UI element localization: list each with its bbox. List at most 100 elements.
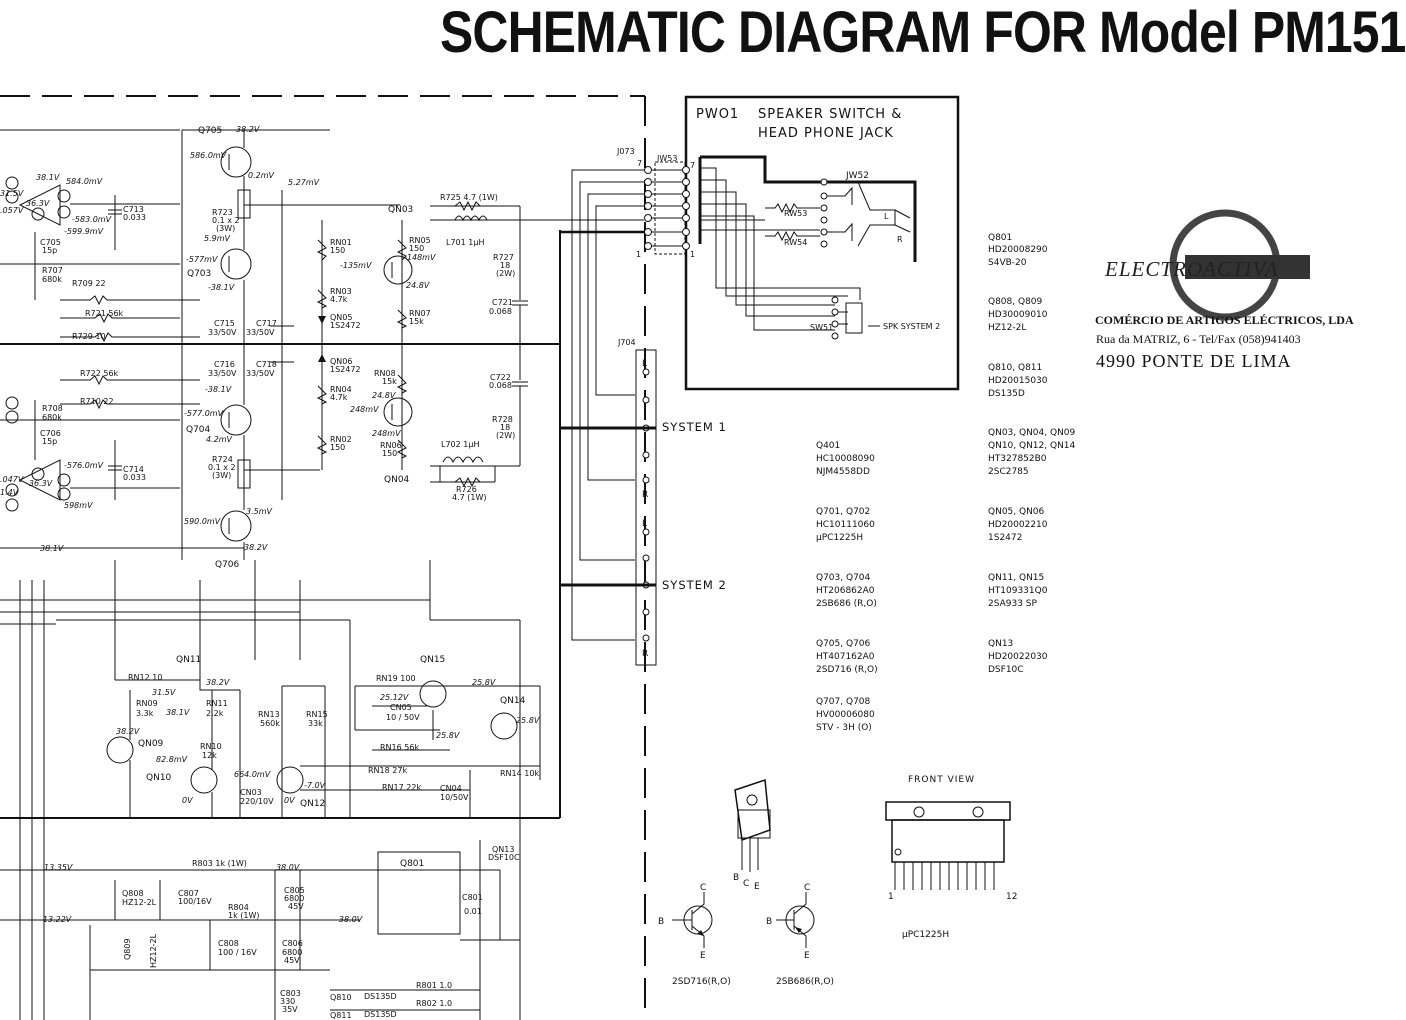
v-25-8c: 25.8V — [516, 716, 540, 725]
rn10-value: 12k — [202, 751, 217, 760]
part-q810-code: HD20015030 — [988, 376, 1048, 386]
l702-label: L702 1μH — [441, 440, 479, 449]
r724-label: R724 — [212, 455, 233, 464]
pnp-e: E — [804, 951, 810, 961]
part-qn11-code: HT109331Q0 — [988, 586, 1048, 596]
v-38-2c: 38.2V — [206, 678, 230, 687]
v-7-0: -7.0V — [304, 781, 326, 790]
v-36-3b: -36.3V — [26, 479, 53, 488]
c808-value: 100 / 16V — [218, 948, 257, 957]
v-38-2a: 38.2V — [236, 125, 260, 134]
j704-l1: L — [642, 359, 647, 369]
c714-value: 0.033 — [123, 473, 146, 482]
part-qn03-type: 2SC2785 — [988, 467, 1029, 477]
v-24-8b: 24.8V — [372, 391, 396, 400]
rn03-label: RN03 — [330, 287, 352, 296]
r725-label: R725 4.7 (1W) — [440, 193, 498, 202]
cn04-label: CN04 — [440, 784, 462, 793]
v-38-0a: 38.0V — [276, 863, 300, 872]
q809-label: Q809 — [123, 938, 132, 960]
system2-label: SYSTEM 2 — [662, 578, 727, 592]
v-31-5b: 31.5V — [152, 688, 176, 697]
schematic-canvas: PWO1 SPEAKER SWITCH & HEAD PHONE JACK JW… — [0, 95, 1354, 1020]
rn09-label: RN09 — [136, 699, 158, 708]
q810-label: Q810 — [330, 993, 352, 1002]
v-38-1b: 38.1V — [40, 544, 64, 553]
r728-value: 18 — [500, 423, 510, 432]
part-q810-type: DS135D — [988, 389, 1025, 399]
v-38-0b: -38.0V — [336, 915, 363, 924]
power-supply — [0, 818, 521, 1020]
v-0b: 0V — [284, 796, 295, 805]
v-598: 598mV — [64, 501, 93, 510]
v-599: -599.9mV — [64, 227, 104, 236]
r728-label: R728 — [492, 415, 513, 424]
qn09-label: QN09 — [138, 739, 164, 749]
part-qn03: QN03, QN04, QN09 — [988, 428, 1076, 438]
rn15-value: 33k — [308, 719, 323, 728]
cn03-label: CN03 — [240, 788, 262, 797]
v-38-1: 38.1V — [36, 173, 60, 182]
part-q808-type: HZ12-2L — [988, 323, 1026, 333]
pnp-symbol — [776, 892, 815, 948]
input-stage — [0, 129, 244, 549]
pnp-c: C — [804, 883, 810, 893]
rn06-value: 150 — [382, 449, 397, 458]
rn19-label: RN19 100 — [376, 674, 416, 683]
part-qn10: QN10, QN12, QN14 — [988, 441, 1076, 451]
part-q810: Q810, Q811 — [988, 363, 1042, 373]
q703-label: Q703 — [187, 269, 211, 279]
pwo1-line1: SPEAKER SWITCH & — [758, 107, 902, 122]
ic-pin1: 1 — [888, 892, 894, 902]
c722-value: 0.068 — [489, 381, 512, 390]
spk-system2-label: SPK SYSTEM 2 — [883, 322, 940, 331]
jack-r: R — [897, 235, 903, 244]
part-q705-code: HT407162A0 — [816, 652, 875, 662]
v-38-2b: 38.2V — [244, 543, 268, 552]
rn11-label: RN11 — [206, 699, 228, 708]
rn16-label: RN16 56k — [380, 743, 419, 752]
q808-label: Q808 — [122, 889, 144, 898]
j073-pin7: 7 — [637, 159, 642, 168]
ic-name: μPC1225H — [902, 930, 949, 940]
c807-label: C807 — [178, 889, 199, 898]
stamp-line1: COMÉRCIO DE ARTIGOS ELÉCTRICOS, LDA — [1095, 313, 1354, 327]
rn08-value: 15k — [382, 377, 397, 386]
c717-label: C717 — [256, 319, 277, 328]
npn-b: B — [658, 917, 664, 927]
stamp-line3: 4990 PONTE DE LIMA — [1096, 351, 1292, 371]
q809-type: HZ12-2L — [149, 933, 158, 968]
npn-e: E — [700, 951, 706, 961]
rn02-label: RN02 — [330, 435, 352, 444]
c713-value: 0.033 — [123, 213, 146, 222]
c717-value: 33/50V — [246, 328, 275, 337]
q706-label: Q706 — [215, 560, 240, 570]
rn10-label: RN10 — [200, 742, 222, 751]
rw54-label: RW54 — [784, 238, 807, 247]
c716-label: C716 — [214, 360, 235, 369]
c705-label: C705 — [40, 238, 61, 247]
r726-label: R726 — [456, 485, 477, 494]
protection-circuit — [316, 220, 413, 470]
c803-value: 330 — [280, 997, 295, 1006]
to3p-package — [734, 778, 771, 872]
part-q701-code: HC10111060 — [816, 520, 875, 530]
v-36-3a: 36.3V — [26, 199, 50, 208]
v-3-5: 3.5mV — [246, 507, 273, 516]
j704-r1: R — [642, 490, 648, 500]
rw54 — [765, 230, 820, 242]
part-qn05-type: 1S2472 — [988, 533, 1022, 543]
c718-value: 33/50V — [246, 369, 275, 378]
r722-label: R722 56k — [80, 369, 119, 378]
r707-value: 680k — [42, 275, 62, 284]
r801-label: R801 1.0 — [416, 981, 452, 990]
jack-wire — [700, 155, 917, 262]
v-13-22: -13.22V — [40, 915, 72, 924]
r709-label: R709 22 — [72, 279, 106, 288]
r804-value: 1k (1W) — [228, 911, 260, 920]
c806-value: 6800 — [282, 948, 302, 957]
v-590: 590.0mV — [184, 517, 221, 526]
c807-value: 100/16V — [178, 897, 212, 906]
r726-value: 4.7 (1W) — [452, 493, 487, 502]
r728-watt: (2W) — [496, 431, 515, 440]
